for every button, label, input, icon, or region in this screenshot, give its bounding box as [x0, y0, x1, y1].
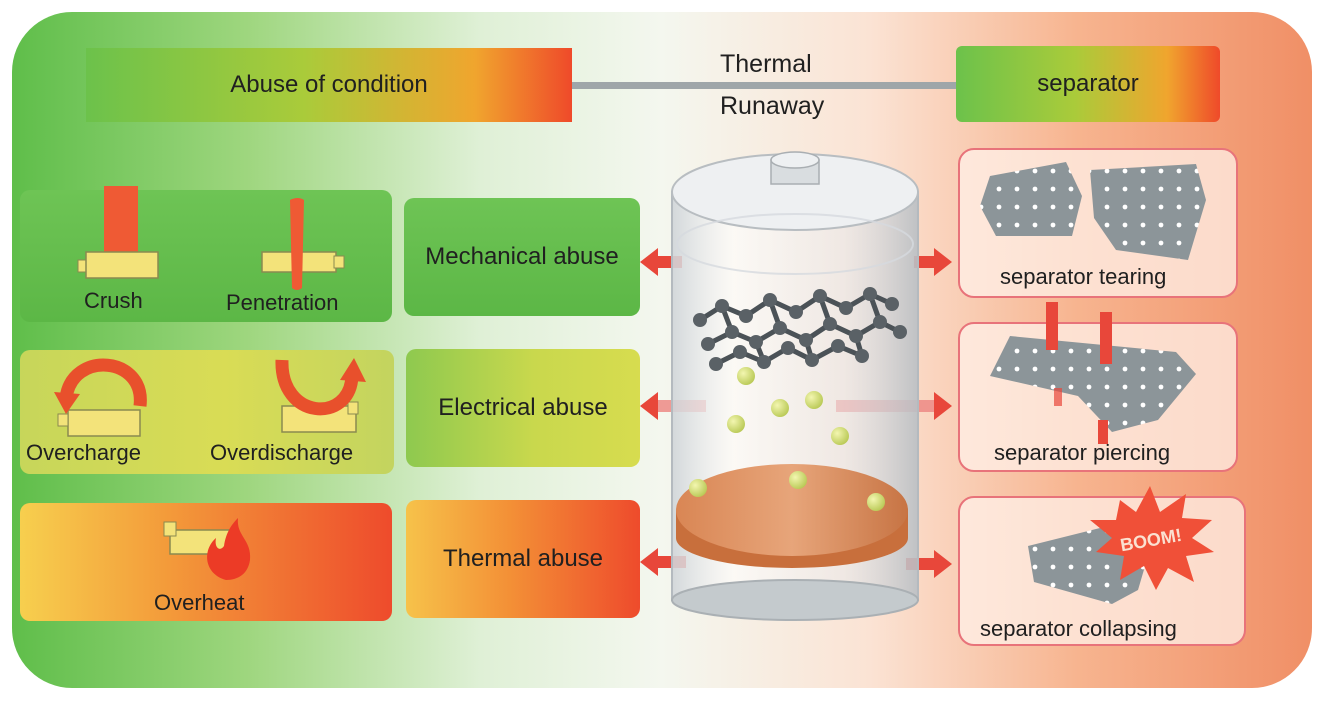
separator-title: separator: [1037, 70, 1139, 97]
separator-tearing-icon: [980, 162, 1206, 260]
separator-piercing-icon: [990, 302, 1196, 444]
thermal-abuse-box: Thermal abuse: [406, 500, 640, 618]
thermal-abuse-label: Thermal abuse: [442, 545, 604, 572]
overdischarge-label: Overdischarge: [210, 440, 354, 465]
separator-piercing-label: separator piercing: [994, 440, 1171, 465]
overdischarge-icon: [275, 358, 366, 433]
overheat-icon: [163, 518, 251, 580]
header-connector-line: [572, 82, 956, 89]
separator-tearing-label: separator tearing: [1000, 264, 1167, 289]
flame-icon: [207, 518, 251, 580]
mechanical-abuse-label: Mechanical abuse: [425, 243, 619, 270]
penetration-label: Penetration: [226, 290, 339, 315]
thermal-examples-box: [20, 503, 392, 621]
thermal-runaway-title-line2: Runaway: [720, 92, 825, 120]
crush-icon: [77, 186, 159, 279]
graphite-atoms: [693, 287, 907, 371]
separator-header: separator: [956, 46, 1220, 122]
overcharge-icon: [54, 358, 147, 437]
arrow-right-tearing: [914, 248, 952, 276]
abuse-of-condition-title: Abuse of condition: [230, 71, 428, 98]
separator-collapsing-label: separator collapsing: [980, 616, 1177, 641]
overcharge-label: Overcharge: [26, 440, 141, 465]
mechanical-abuse-box: Mechanical abuse: [404, 198, 640, 316]
electrical-abuse-box: Electrical abuse: [406, 349, 640, 467]
battery-cylinder: [671, 151, 919, 621]
abuse-of-condition-header: Abuse of condition: [86, 48, 572, 122]
crush-label: Crush: [84, 288, 143, 313]
boom-burst-icon: [1090, 486, 1214, 590]
electrical-abuse-label: Electrical abuse: [438, 394, 608, 421]
penetration-icon: [261, 198, 345, 290]
lithium-ions: [689, 367, 885, 511]
overheat-label: Overheat: [154, 590, 245, 615]
separator-collapsing-icon: [1028, 486, 1214, 604]
thermal-runaway-title-line1: Thermal: [720, 50, 812, 78]
